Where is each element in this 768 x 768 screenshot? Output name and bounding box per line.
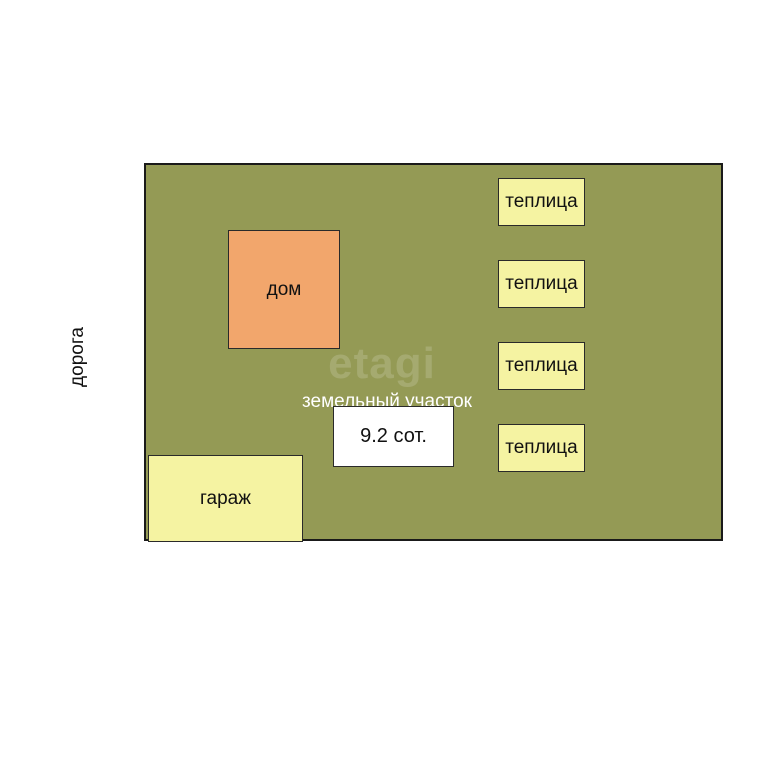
land-plot: дом теплица теплица теплица теплица земе…	[144, 163, 723, 542]
plot-area-box: 9.2 сот.	[333, 406, 454, 467]
house-label: дом	[266, 278, 302, 300]
greenhouse-label: теплица	[505, 355, 578, 376]
garage-block: гараж	[148, 455, 303, 542]
greenhouse-3: теплица	[498, 342, 585, 390]
plot-area-value: 9.2 сот.	[360, 425, 427, 447]
greenhouse-1: теплица	[498, 178, 585, 226]
garage-label: гараж	[200, 487, 251, 509]
watermark-logo: etagi	[328, 339, 436, 388]
greenhouse-2: теплица	[498, 260, 585, 308]
house-block: дом	[228, 230, 340, 349]
greenhouse-label: теплица	[505, 191, 578, 212]
road-label: дорога	[67, 327, 88, 387]
greenhouse-label: теплица	[505, 437, 578, 458]
greenhouse-4: теплица	[498, 424, 585, 472]
greenhouse-label: теплица	[505, 273, 578, 294]
